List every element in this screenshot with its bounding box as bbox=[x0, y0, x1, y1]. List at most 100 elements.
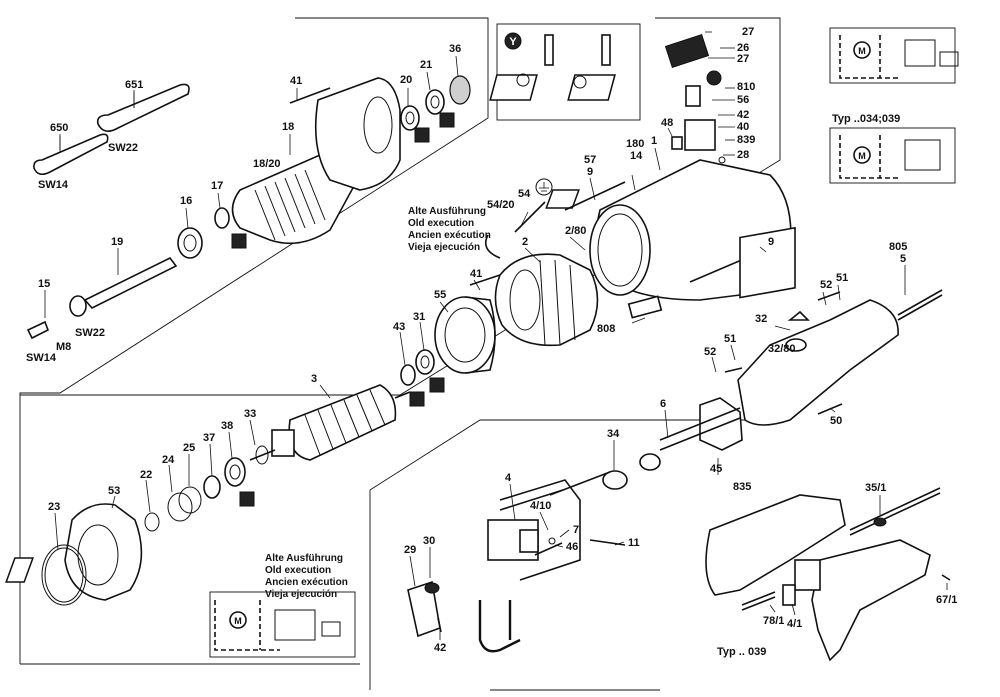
wrench-icon bbox=[96, 83, 190, 132]
fan-ring-55 bbox=[434, 296, 496, 374]
part-label-4-10: 4/10 bbox=[530, 500, 551, 512]
part-label-27a: 27 bbox=[742, 26, 754, 38]
note-line-fr-2: Ancien exécution bbox=[265, 577, 348, 588]
schematic-middle: M bbox=[829, 127, 956, 184]
part-label-18: 18 bbox=[282, 121, 294, 133]
part-label-15: 15 bbox=[38, 278, 50, 290]
part-label-11: 11 bbox=[628, 537, 640, 549]
bearing-set-43-31 bbox=[400, 349, 445, 407]
rear-housing-5 bbox=[724, 226, 943, 426]
earth-wire-54 bbox=[514, 201, 546, 233]
stator bbox=[469, 234, 599, 347]
earth-ground-symbol bbox=[535, 178, 553, 196]
note-line-en-2: Old execution bbox=[265, 565, 331, 576]
part-label-23: 23 bbox=[48, 501, 60, 513]
part-label-41b: 41 bbox=[470, 268, 482, 280]
part-label-5: 5 bbox=[900, 253, 906, 265]
svg-text:M: M bbox=[858, 151, 866, 161]
part-label-51a: 51 bbox=[836, 272, 848, 284]
part-label-26: 26 bbox=[737, 42, 749, 54]
old-execution-note-bottom: Alte Ausführung Old execution Ancien exé… bbox=[265, 553, 348, 600]
wrench-size-labels: SW22 SW14 SW22 M8 SW14 bbox=[26, 142, 138, 364]
part-label-3: 3 bbox=[311, 373, 317, 385]
part-label-54-20: 54/20 bbox=[487, 199, 515, 211]
motor-m-symbol-3 bbox=[229, 611, 247, 629]
part-label-45: 45 bbox=[710, 463, 722, 475]
part-label-36: 36 bbox=[449, 43, 461, 55]
part-label-805: 805 bbox=[889, 241, 907, 253]
motor-m-symbol bbox=[853, 41, 871, 59]
part-label-835: 835 bbox=[733, 481, 751, 493]
part-label-37: 37 bbox=[203, 432, 215, 444]
part-label-180: 180 bbox=[626, 138, 644, 150]
part-label-21: 21 bbox=[420, 59, 432, 71]
wrench-650 bbox=[33, 133, 109, 176]
part-label-30: 30 bbox=[423, 535, 435, 547]
part-label-20: 20 bbox=[400, 74, 412, 86]
part-label-22: 22 bbox=[140, 469, 152, 481]
part-label-67-1: 67/1 bbox=[936, 594, 957, 606]
part-label-27b: 27 bbox=[737, 53, 749, 65]
symbol-y-letter: Y bbox=[509, 36, 517, 48]
part-label-57: 57 bbox=[584, 154, 596, 166]
part-label-4: 4 bbox=[505, 472, 512, 484]
part-label-48: 48 bbox=[661, 117, 673, 129]
part-label-33: 33 bbox=[244, 408, 256, 420]
part-label-32-80: 32/80 bbox=[768, 343, 796, 355]
part-label-9b: 9 bbox=[768, 236, 774, 248]
part-label-43: 43 bbox=[393, 321, 405, 333]
part-label-6: 6 bbox=[660, 398, 666, 410]
label-typ-034-039: Typ ..034;039 bbox=[832, 113, 900, 125]
part-label-4-1: 4/1 bbox=[787, 618, 802, 630]
part-label-808: 808 bbox=[597, 323, 615, 335]
note-line-en: Old execution bbox=[408, 218, 474, 229]
schematic-bottom: M bbox=[5, 557, 356, 658]
gear-head-assembly bbox=[26, 75, 471, 340]
part-label-2: 2 bbox=[522, 236, 528, 248]
part-label-7: 7 bbox=[573, 524, 579, 536]
part-label-50: 50 bbox=[830, 415, 842, 427]
part-label-18-20: 18/20 bbox=[253, 158, 281, 170]
part-label-2-80: 2/80 bbox=[565, 225, 586, 237]
symbol-y bbox=[504, 32, 522, 50]
part-label-1: 1 bbox=[651, 135, 657, 147]
part-label-41: 41 bbox=[290, 75, 302, 87]
variant-box-frame bbox=[496, 23, 641, 121]
part-label-839: 839 bbox=[737, 134, 755, 146]
label-m8: M8 bbox=[56, 341, 71, 353]
part-number-labels: 651 650 41 18 18/20 20 21 36 17 16 19 15… bbox=[38, 26, 957, 654]
part-label-32: 32 bbox=[755, 313, 767, 325]
part-label-650: 650 bbox=[50, 122, 68, 134]
part-label-40: 40 bbox=[737, 121, 749, 133]
note-line-de: Alte Ausführung bbox=[408, 206, 486, 217]
part-label-38: 38 bbox=[221, 420, 233, 432]
handle-35-1 bbox=[705, 487, 951, 662]
note-line-es: Vieja ejecución bbox=[408, 242, 480, 253]
part-label-24: 24 bbox=[162, 454, 175, 466]
part-label-34: 34 bbox=[607, 428, 620, 440]
old-execution-note-top: Alte Ausführung Old execution Ancien exé… bbox=[408, 206, 491, 253]
type-labels: Typ ..034;039 Typ .. 039 bbox=[717, 113, 900, 658]
part-label-42b: 42 bbox=[434, 642, 446, 654]
label-sw22-top: SW22 bbox=[108, 142, 138, 154]
part-label-29: 29 bbox=[404, 544, 416, 556]
part-label-51b: 51 bbox=[724, 333, 736, 345]
cable-and-sleeves bbox=[549, 397, 743, 496]
label-typ-039: Typ .. 039 bbox=[717, 646, 766, 658]
armature bbox=[249, 384, 411, 461]
part-label-14: 14 bbox=[630, 150, 643, 162]
svg-text:M: M bbox=[858, 46, 866, 56]
part-label-17: 17 bbox=[211, 180, 223, 192]
part-label-9a: 9 bbox=[587, 166, 593, 178]
part-label-25: 25 bbox=[183, 442, 195, 454]
motor-m-symbol-2 bbox=[853, 146, 871, 164]
schematic-top: M bbox=[829, 27, 959, 84]
switch-plate-29 bbox=[407, 580, 442, 638]
part-label-28: 28 bbox=[737, 149, 749, 161]
label-sw22-collet: SW22 bbox=[75, 327, 105, 339]
leader-lines bbox=[44, 31, 948, 640]
part-label-810: 810 bbox=[737, 81, 755, 93]
part-label-54: 54 bbox=[518, 188, 531, 200]
part-label-35-1: 35/1 bbox=[865, 482, 886, 494]
